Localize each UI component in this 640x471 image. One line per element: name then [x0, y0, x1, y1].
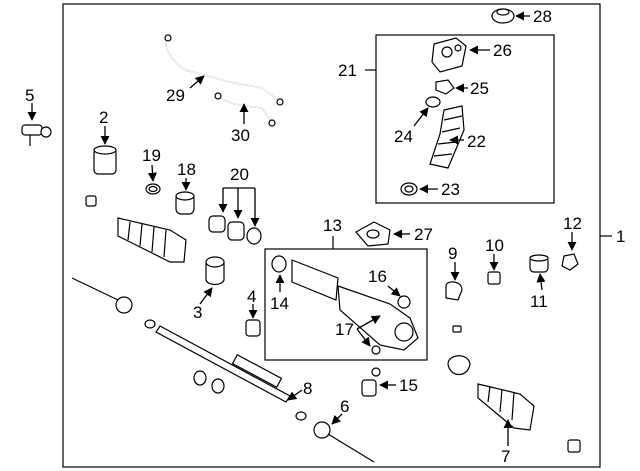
part-23-seal: [400, 182, 418, 196]
callout-8: 8: [303, 379, 312, 398]
part-9-bracket: [445, 281, 463, 301]
inset-box-13: [264, 248, 428, 361]
callout-14: 14: [270, 294, 289, 313]
callout-19: 19: [142, 146, 161, 165]
small-bolt: [452, 325, 462, 333]
part-28-cap: [491, 8, 515, 24]
part-5-tie-rod-end: [21, 124, 52, 146]
callout-17: 17: [335, 320, 354, 339]
callout-11: 11: [530, 292, 548, 311]
callout-25: 25: [470, 79, 489, 98]
callout-29: 29: [166, 86, 185, 105]
callout-7: 7: [501, 447, 510, 466]
part-4-bushing: [245, 319, 261, 337]
part-24-washer: [425, 96, 441, 108]
callout-20: 20: [230, 165, 249, 184]
small-clip-bottom: [567, 439, 581, 453]
callout-10: 10: [485, 236, 504, 255]
callout-2: 2: [99, 108, 108, 127]
part-26-valve-cover: [431, 37, 467, 73]
part-10-grommet: [487, 271, 501, 285]
callout-3: 3: [193, 303, 202, 322]
part-7-boot: [477, 383, 535, 431]
callout-26: 26: [493, 41, 512, 60]
part-25-washer: [435, 79, 455, 95]
left-boot: [117, 217, 187, 263]
part-13-rack-housing: [271, 255, 419, 355]
callout-15: 15: [399, 376, 418, 395]
part-29-pressure-pipe: [164, 34, 284, 106]
part-20-seal-set: [208, 215, 262, 245]
callout-24: 24: [394, 127, 413, 146]
callout-5: 5: [25, 86, 34, 105]
part-27-gasket: [355, 221, 391, 247]
part-19-ring: [145, 183, 161, 195]
callout-22: 22: [467, 132, 486, 151]
left-inner-tie-rod: [71, 277, 156, 329]
callout-6: 6: [340, 397, 349, 416]
part-15-fitting: [361, 367, 381, 397]
callout-21: 21: [338, 61, 357, 80]
callout-27: 27: [414, 225, 433, 244]
part-18-grommet: [175, 191, 195, 215]
callout-18: 18: [177, 160, 196, 179]
part-2-bushing: [93, 145, 117, 175]
part-12-nut: [561, 253, 579, 271]
callout-16: 16: [368, 267, 387, 286]
callout-1: 1: [616, 227, 625, 246]
part-6-tie-rod: [295, 411, 375, 463]
callout-23: 23: [441, 180, 460, 199]
callout-13: 13: [323, 216, 342, 235]
part-30-return-pipe: [214, 92, 276, 127]
small-clip: [85, 195, 97, 207]
callout-30: 30: [231, 126, 250, 145]
callout-4: 4: [247, 287, 256, 306]
part-3-clamp: [205, 256, 225, 286]
part-8-rack-shaft: [155, 325, 291, 403]
callout-12: 12: [563, 214, 582, 233]
part-11-bushing: [529, 254, 549, 273]
clamp-right: [447, 355, 471, 376]
part-22-valve-spool: [429, 105, 465, 169]
callout-28: 28: [533, 7, 552, 26]
inset-box-21: [375, 34, 555, 204]
callout-9: 9: [448, 244, 457, 263]
